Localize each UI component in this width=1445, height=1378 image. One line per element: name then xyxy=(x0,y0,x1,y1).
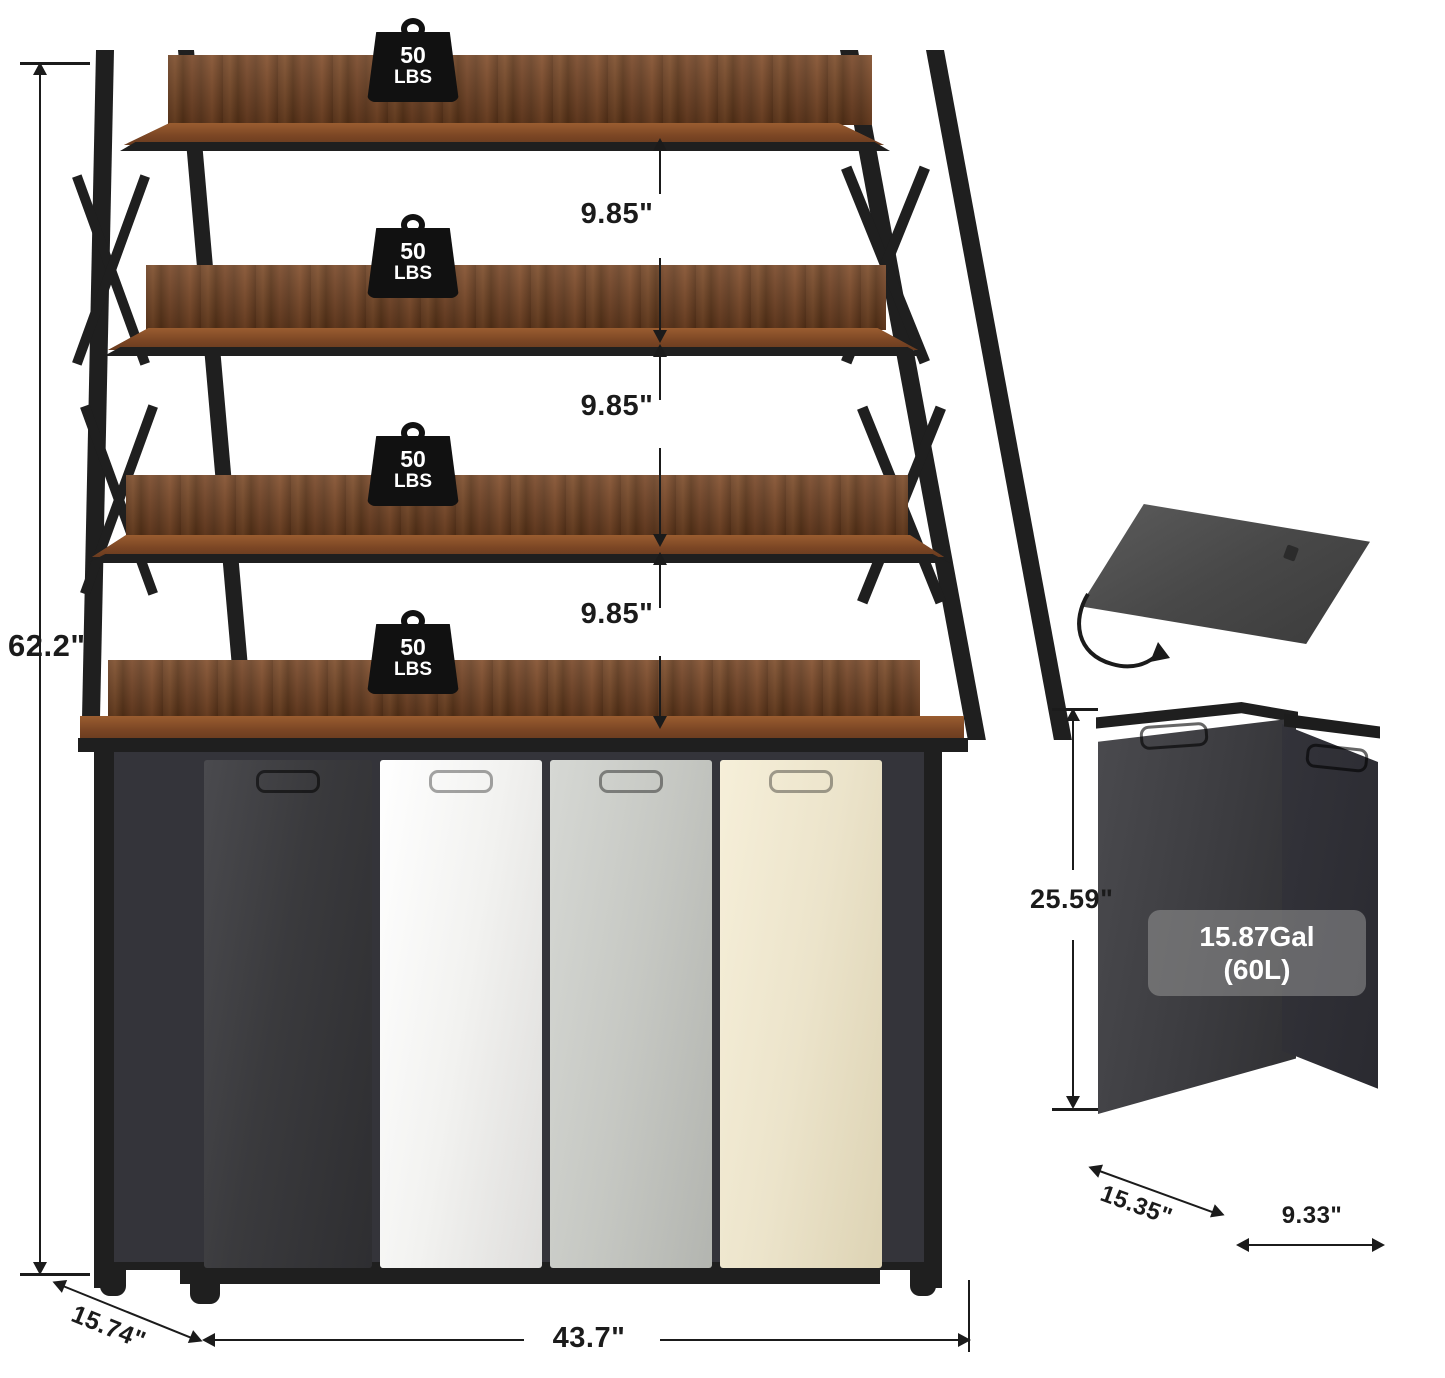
overall-depth-label: 15.74" xyxy=(67,1300,150,1355)
load-badge-shelf-2: 50 LBS xyxy=(367,214,459,298)
gap2-line-upper xyxy=(659,356,661,400)
gap2-arrow-bottom xyxy=(653,534,667,547)
load-badge-1-value: 50 xyxy=(400,42,426,68)
capacity-badge: 15.87Gal (60L) xyxy=(1148,910,1366,997)
basket-2-handle[interactable] xyxy=(429,770,493,793)
basket-1[interactable] xyxy=(204,760,372,1268)
shelf-4-surface xyxy=(80,716,964,740)
hamper-depth-label: 15.35" xyxy=(1096,1180,1176,1231)
hamper-width-line xyxy=(1248,1244,1378,1246)
load-badge-3-value: 50 xyxy=(400,446,426,472)
basket-4-handle[interactable] xyxy=(769,770,833,793)
hamper-height-tick-top xyxy=(1052,708,1098,711)
foot-left-front xyxy=(190,1282,220,1304)
hamper-width-arrow-right xyxy=(1372,1238,1385,1252)
gap3-line-upper xyxy=(659,564,661,608)
shelf-3-back-panel xyxy=(126,475,908,537)
shelf-1-back-panel xyxy=(168,55,872,125)
frame-left-front-post xyxy=(178,50,255,740)
width-line-right xyxy=(660,1339,965,1341)
load-badge-shelf-1: 50 LBS xyxy=(367,18,459,102)
shelf-2-edge xyxy=(104,347,924,356)
shelf-gap-1-label: 9.85" xyxy=(580,198,654,230)
load-badge-2-body xyxy=(367,228,459,298)
load-badge-3-body xyxy=(367,436,459,506)
gap3-arrow-top xyxy=(653,552,667,565)
width-line-left xyxy=(214,1339,524,1341)
load-badge-4-value: 50 xyxy=(400,634,426,660)
load-badge-4-unit: LBS xyxy=(394,659,432,680)
gap1-arrow-top xyxy=(653,138,667,151)
height-line xyxy=(39,72,41,1272)
frame-right-inner-post xyxy=(840,50,986,740)
gap3-line-lower xyxy=(659,656,661,720)
basket-1-handle[interactable] xyxy=(256,770,320,793)
gap2-arrow-top xyxy=(653,344,667,357)
hamper-side-panel xyxy=(1282,724,1378,1089)
width-arrow-left xyxy=(202,1333,215,1347)
hamper-width-arrow-left xyxy=(1236,1238,1249,1252)
overall-width-label: 43.7" xyxy=(552,1322,626,1354)
load-badge-shelf-4: 50 LBS xyxy=(367,610,459,694)
foot-right xyxy=(910,1270,936,1296)
depth-arrow-start xyxy=(49,1275,68,1293)
basket-4[interactable] xyxy=(720,760,882,1268)
single-hamper-detail: 15.87Gal (60L) 25.59" 15.35" 9.33" xyxy=(1020,480,1420,1310)
capacity-liters: (60L) xyxy=(1223,954,1291,986)
shelf-3-surface xyxy=(92,535,944,557)
overall-height-label: 62.2" xyxy=(8,628,86,663)
load-badge-3-unit: LBS xyxy=(394,471,432,492)
shelf-3-edge xyxy=(88,554,950,563)
hamper-height-line-lower xyxy=(1072,940,1074,1100)
height-tick-bottom xyxy=(20,1273,90,1276)
rotate-arc-icon xyxy=(1077,592,1170,669)
cabinet-bottom-front-rail xyxy=(180,1270,880,1284)
width-tick-right xyxy=(968,1280,970,1352)
gap1-arrow-bottom xyxy=(653,330,667,343)
shelf-1-surface xyxy=(124,123,884,145)
load-badge-shelf-3: 50 LBS xyxy=(367,422,459,506)
load-badge-1-body xyxy=(367,32,459,102)
hamper-height-arrow-bottom xyxy=(1066,1096,1080,1109)
load-badge-2-unit: LBS xyxy=(394,263,432,284)
height-tick-top xyxy=(20,62,90,65)
load-badge-1-unit: LBS xyxy=(394,67,432,88)
gap1-line-upper xyxy=(659,150,661,194)
hamper-depth-arrow-start xyxy=(1085,1160,1104,1178)
shelf-gap-3-label: 9.85" xyxy=(580,598,654,630)
gap1-line-lower xyxy=(659,258,661,334)
basket-2[interactable] xyxy=(380,760,542,1268)
height-arrow-bottom xyxy=(33,1262,47,1275)
hamper-height-arrow-top xyxy=(1066,708,1080,721)
hamper-front-handle[interactable] xyxy=(1139,721,1209,751)
shelf-unit: 50 LBS 50 LBS 50 LBS 50 LBS xyxy=(72,18,1072,1304)
cabinet-right-post xyxy=(922,748,942,1288)
hamper-height-tick-bottom xyxy=(1052,1108,1098,1111)
basket-3[interactable] xyxy=(550,760,712,1268)
hamper-depth-arrow-end xyxy=(1209,1204,1228,1222)
hamper-height-line-upper xyxy=(1072,720,1074,870)
basket-3-handle[interactable] xyxy=(599,770,663,793)
width-arrow-right xyxy=(958,1333,971,1347)
gap2-line-lower xyxy=(659,448,661,538)
shelf-4-edge xyxy=(78,738,968,752)
frame-left-back-post xyxy=(81,50,114,740)
shelf-4-back-panel xyxy=(108,660,920,718)
gap3-arrow-bottom xyxy=(653,716,667,729)
hamper-width-label: 9.33" xyxy=(1281,1202,1343,1229)
capacity-value: 15.87Gal xyxy=(1199,921,1315,952)
load-badge-2-value: 50 xyxy=(400,238,426,264)
shelf-1-edge xyxy=(120,142,890,151)
height-arrow-top xyxy=(33,62,47,75)
load-badge-4-body xyxy=(367,624,459,694)
cabinet-left-post xyxy=(94,748,114,1288)
shelf-gap-2-label: 9.85" xyxy=(580,390,654,422)
foot-left xyxy=(100,1270,126,1296)
hamper-height-label: 25.59" xyxy=(1030,884,1114,914)
shelf-2-back-panel xyxy=(146,265,886,330)
shelf-2-surface xyxy=(108,328,918,350)
